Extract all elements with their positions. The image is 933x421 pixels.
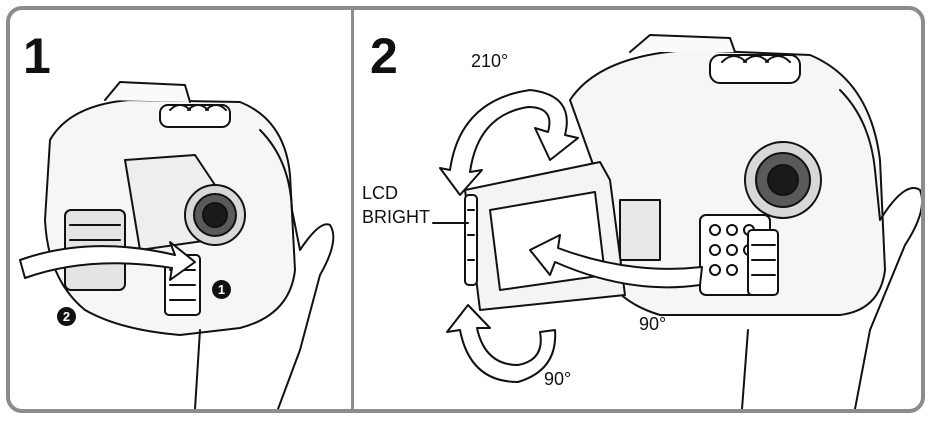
hand-1 [194, 129, 335, 409]
camcorder-1-body [44, 81, 296, 336]
open-arrow-1 [19, 241, 196, 281]
rotate-arrow-210 [439, 89, 579, 196]
rotate-arrow-90-bottom [446, 304, 557, 383]
step-number-1: 1 [23, 28, 51, 84]
callout-2: 2 [57, 307, 76, 326]
hand-2 [741, 89, 921, 409]
instruction-figure: 1 2 1 2 210° LCD BRIGHT 90° 90° [6, 6, 925, 413]
lcd-panel [464, 161, 626, 311]
angle-label-210: 210° [471, 51, 509, 71]
step-number-2: 2 [370, 28, 398, 84]
illustration-art [19, 34, 921, 409]
callout-1: 1 [212, 280, 231, 299]
lcd-bright-label-line1: LCD [362, 183, 399, 203]
camcorder-2-body [569, 34, 886, 316]
angle-label-90-right: 90° [639, 314, 667, 334]
rotate-arrow-90-right [529, 234, 703, 289]
panel-divider [351, 10, 354, 409]
angle-label-90-bottom: 90° [544, 369, 572, 389]
lcd-bright-label-line2: BRIGHT [362, 207, 431, 227]
